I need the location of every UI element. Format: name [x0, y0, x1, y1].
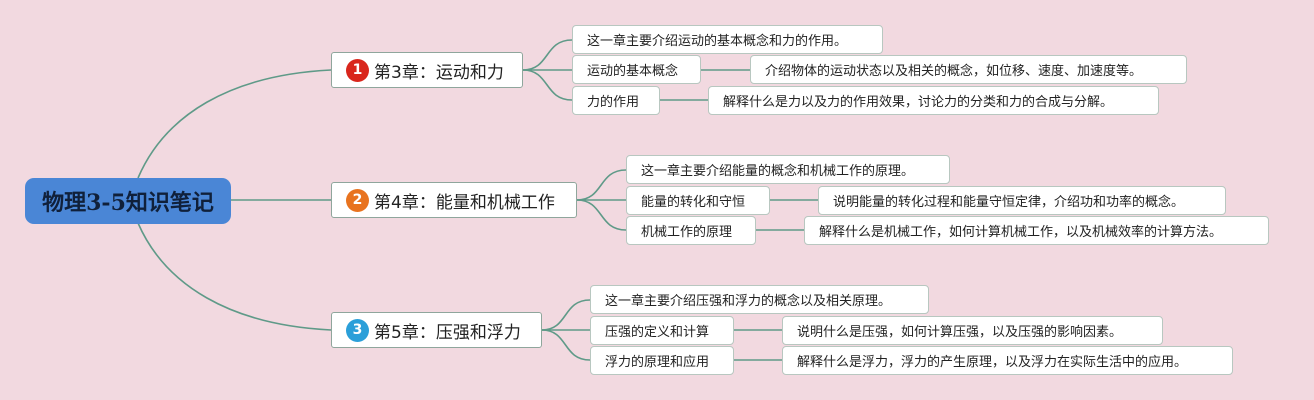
chapter-5-topic[interactable]: 3 第5章：压强和浮力	[331, 312, 542, 348]
topic-pressure-label: 压强的定义和计算	[605, 325, 710, 340]
topic-motion-basics-label: 运动的基本概念	[587, 64, 679, 79]
chapter-3-summary[interactable]: 这一章主要介绍运动的基本概念和力的作用。	[572, 25, 883, 54]
chapter-3-summary-text: 这一章主要介绍运动的基本概念和力的作用。	[587, 34, 848, 49]
topic-energy-conservation-label: 能量的转化和守恒	[641, 195, 746, 210]
detail-force-effect[interactable]: 解释什么是力以及力的作用效果，讨论力的分类和力的合成与分解。	[708, 86, 1159, 115]
detail-mechanical-work-text: 解释什么是机械工作，如何计算机械工作，以及机械效率的计算方法。	[819, 225, 1223, 240]
link-chapter-3-child-1	[522, 39, 573, 71]
detail-force-effect-text: 解释什么是力以及力的作用效果，讨论力的分类和力的合成与分解。	[723, 95, 1114, 110]
chapter-3-title: 第3章：运动和力	[374, 62, 504, 83]
link-root-chapter-3	[137, 69, 332, 179]
root-topic-label: 物理3-5知识笔记	[42, 190, 214, 216]
detail-buoyancy-text: 解释什么是浮力，浮力的产生原理，以及浮力在实际生活中的应用。	[797, 355, 1188, 370]
chapter-4-title: 第4章：能量和机械工作	[374, 192, 555, 213]
chapter-5-summary-text: 这一章主要介绍压强和浮力的概念以及相关原理。	[605, 294, 892, 309]
topic-mechanical-work[interactable]: 机械工作的原理	[626, 216, 756, 245]
chapter-4-topic[interactable]: 2 第4章：能量和机械工作	[331, 182, 577, 218]
detail-pressure[interactable]: 说明什么是压强，如何计算压强，以及压强的影响因素。	[782, 316, 1163, 345]
topic-mechanical-work-label: 机械工作的原理	[641, 225, 733, 240]
detail-motion-basics[interactable]: 介绍物体的运动状态以及相关的概念，如位移、速度、加速度等。	[750, 55, 1187, 84]
detail-energy-conservation-text: 说明能量的转化过程和能量守恒定律，介绍功和功率的概念。	[833, 195, 1185, 210]
root-topic[interactable]: 物理3-5知识笔记	[25, 178, 231, 224]
topic-force-effect[interactable]: 力的作用	[572, 86, 660, 115]
chapter-3-topic[interactable]: 1 第3章：运动和力	[331, 52, 523, 88]
link-chapter-5-child-1	[541, 299, 591, 331]
topic-motion-basics[interactable]: 运动的基本概念	[572, 55, 701, 84]
detail-energy-conservation[interactable]: 说明能量的转化过程和能量守恒定律，介绍功和功率的概念。	[818, 186, 1226, 215]
link-root-chapter-5	[137, 222, 332, 331]
topic-energy-conservation[interactable]: 能量的转化和守恒	[626, 186, 770, 215]
chapter-5-summary[interactable]: 这一章主要介绍压强和浮力的概念以及相关原理。	[590, 285, 929, 314]
topic-pressure[interactable]: 压强的定义和计算	[590, 316, 734, 345]
chapter-4-summary-text: 这一章主要介绍能量的概念和机械工作的原理。	[641, 164, 915, 179]
topic-buoyancy[interactable]: 浮力的原理和应用	[590, 346, 734, 375]
topic-force-effect-label: 力的作用	[587, 95, 640, 110]
chapter-5-title: 第5章：压强和浮力	[374, 322, 521, 343]
link-chapter-4-child-3	[576, 199, 627, 231]
chapter-4-summary[interactable]: 这一章主要介绍能量的概念和机械工作的原理。	[626, 155, 950, 184]
link-chapter-4-child-1	[576, 169, 627, 201]
topic-buoyancy-label: 浮力的原理和应用	[605, 355, 710, 370]
priority-3-icon: 3	[346, 318, 369, 342]
detail-buoyancy[interactable]: 解释什么是浮力，浮力的产生原理，以及浮力在实际生活中的应用。	[782, 346, 1233, 375]
detail-motion-basics-text: 介绍物体的运动状态以及相关的概念，如位移、速度、加速度等。	[765, 64, 1143, 79]
detail-pressure-text: 说明什么是压强，如何计算压强，以及压强的影响因素。	[797, 325, 1123, 340]
priority-1-icon: 1	[346, 58, 369, 82]
detail-mechanical-work[interactable]: 解释什么是机械工作，如何计算机械工作，以及机械效率的计算方法。	[804, 216, 1269, 245]
link-chapter-5-child-3	[541, 329, 591, 361]
link-chapter-3-child-3	[522, 69, 573, 101]
priority-2-icon: 2	[346, 188, 369, 212]
